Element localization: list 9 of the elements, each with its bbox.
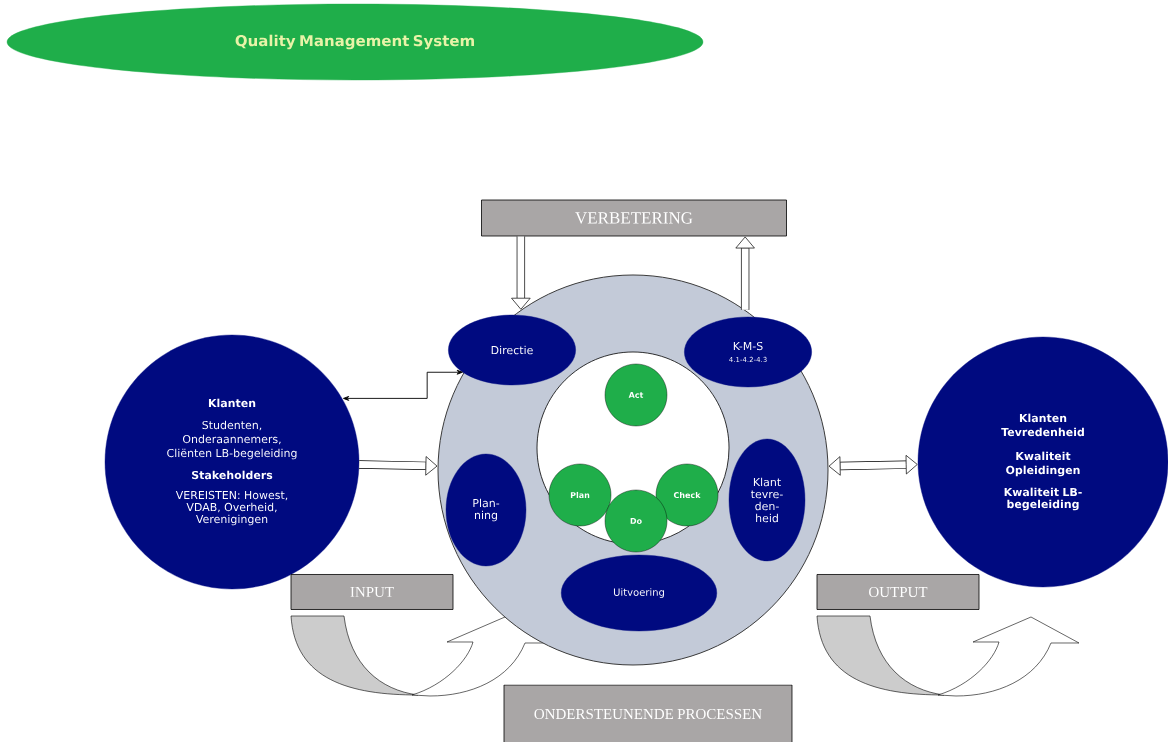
arrow (359, 456, 438, 476)
banner-box: OUTPUT (816, 574, 980, 610)
arrow (828, 455, 918, 476)
banner-box: ONDERSTEUNENDE PROCESSEN (503, 684, 793, 742)
banner-box: INPUT (290, 574, 454, 610)
arrow (511, 236, 531, 310)
arrow (343, 369, 463, 401)
arrow (735, 236, 755, 310)
banner-box: VERBETERING (481, 199, 787, 237)
